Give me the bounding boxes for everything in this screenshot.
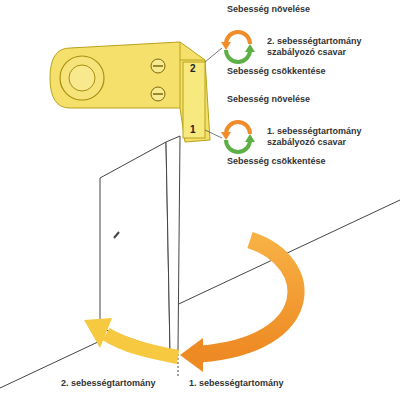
speed-screw-1	[151, 87, 165, 101]
action-label: Sebesség növelése	[226, 94, 311, 105]
speed-screw-2	[151, 59, 165, 73]
floor-line	[0, 200, 400, 388]
door-closer-body	[50, 42, 210, 142]
screw-slot	[153, 65, 163, 67]
action-label: Sebesség csökkentése	[226, 156, 327, 167]
pinion	[69, 65, 95, 91]
leader-line	[205, 48, 222, 62]
arrowhead	[245, 134, 255, 142]
screw-label: 1. sebességtartomány szabályozó csavar	[266, 126, 396, 148]
door-handle	[114, 232, 119, 238]
arrowhead	[221, 42, 231, 50]
door-edge	[166, 136, 180, 352]
arrowhead	[180, 338, 203, 372]
range-1-arrow	[200, 240, 296, 354]
screw-label: 2. sebességtartomány szabályozó csavar	[266, 36, 396, 58]
arrowhead	[245, 44, 255, 52]
arrowhead	[221, 132, 231, 140]
action-label: Sebesség növelése	[226, 4, 311, 15]
range-label: 2. sebességtartomány	[60, 378, 157, 389]
valve-block	[183, 62, 205, 138]
arrowhead	[84, 318, 112, 348]
leader-line	[205, 130, 222, 138]
action-label: Sebesség csökkentése	[226, 66, 327, 77]
pinion-housing	[60, 56, 104, 100]
callout-number: 1	[189, 124, 197, 136]
range-2-arrow	[106, 334, 178, 357]
range-label: 1. sebességtartomány	[188, 378, 285, 389]
screw-slot	[153, 93, 163, 95]
callout-number: 2	[189, 63, 197, 75]
